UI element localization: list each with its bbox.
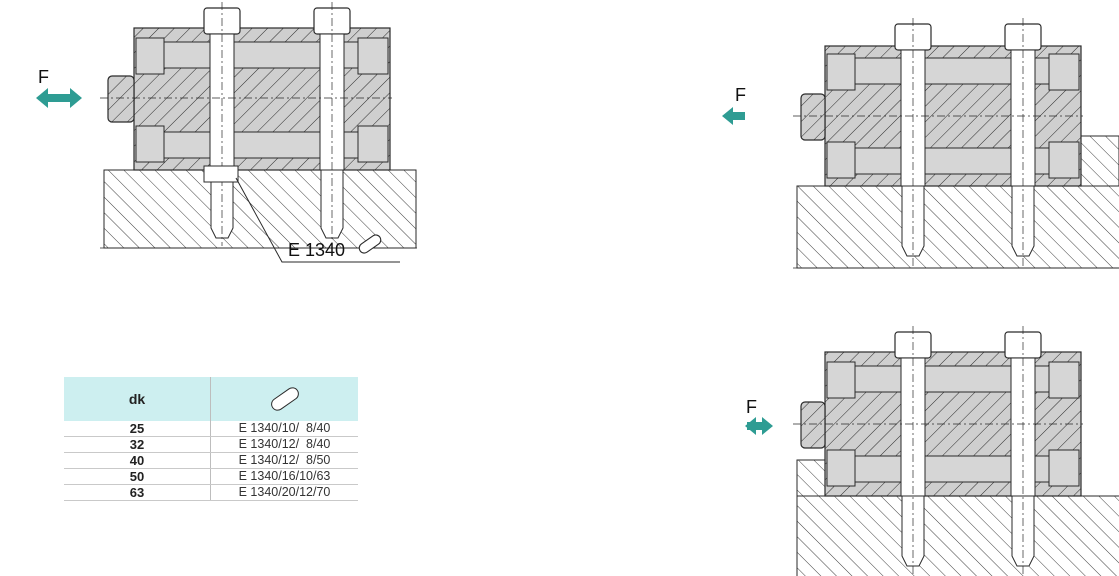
arrow-left-icon (722, 107, 745, 125)
table-header-row: dk (64, 377, 358, 421)
callout-leader (235, 177, 400, 263)
callout-label: E 1340 (288, 240, 345, 260)
dk-cell: 25 (64, 421, 211, 437)
dk-cell: 40 (64, 452, 211, 469)
rod-boss (107, 75, 135, 123)
dk-cell: 50 (64, 468, 211, 485)
header-key (210, 377, 358, 421)
left-assembly-drawing: E 1340 F (36, 2, 420, 263)
force-label-top-right: F (735, 85, 746, 105)
table-row: 63 E 1340/20/12/70 (64, 484, 358, 501)
key-icon (358, 234, 382, 254)
table-row: 40 E 1340/12/ 8/50 (64, 452, 358, 469)
right-bottom-assembly-drawing: F (745, 326, 1119, 576)
arrow-right-icon-shape (747, 417, 773, 435)
screw-right (313, 2, 351, 246)
table-row: 32 E 1340/12/ 8/40 (64, 436, 358, 453)
table-row: 50 E 1340/16/10/63 (64, 468, 358, 485)
right-top-assembly-drawing: F (722, 18, 1119, 269)
key-size-table: dk 25 E 1340/10/ 8/40 32 E 1340/12/ 8/40… (64, 377, 358, 501)
force-label-left: F (38, 67, 49, 87)
table-row: 25 E 1340/10/ 8/40 (64, 421, 358, 437)
key-icon (270, 387, 299, 411)
double-arrow-icon (36, 88, 82, 108)
dk-cell: 63 (64, 484, 211, 501)
key-cell: E 1340/16/10/63 (210, 468, 358, 485)
base-plate (103, 169, 417, 249)
key-cell: E 1340/12/ 8/50 (210, 452, 358, 469)
key-cell: E 1340/20/12/70 (210, 484, 358, 501)
key-cell: E 1340/12/ 8/40 (210, 436, 358, 453)
key-cell: E 1340/10/ 8/40 (210, 421, 358, 437)
key-insert (203, 165, 239, 183)
header-dk: dk (64, 377, 211, 421)
dk-cell: 32 (64, 436, 211, 453)
force-label-bottom-right: F (746, 397, 757, 417)
